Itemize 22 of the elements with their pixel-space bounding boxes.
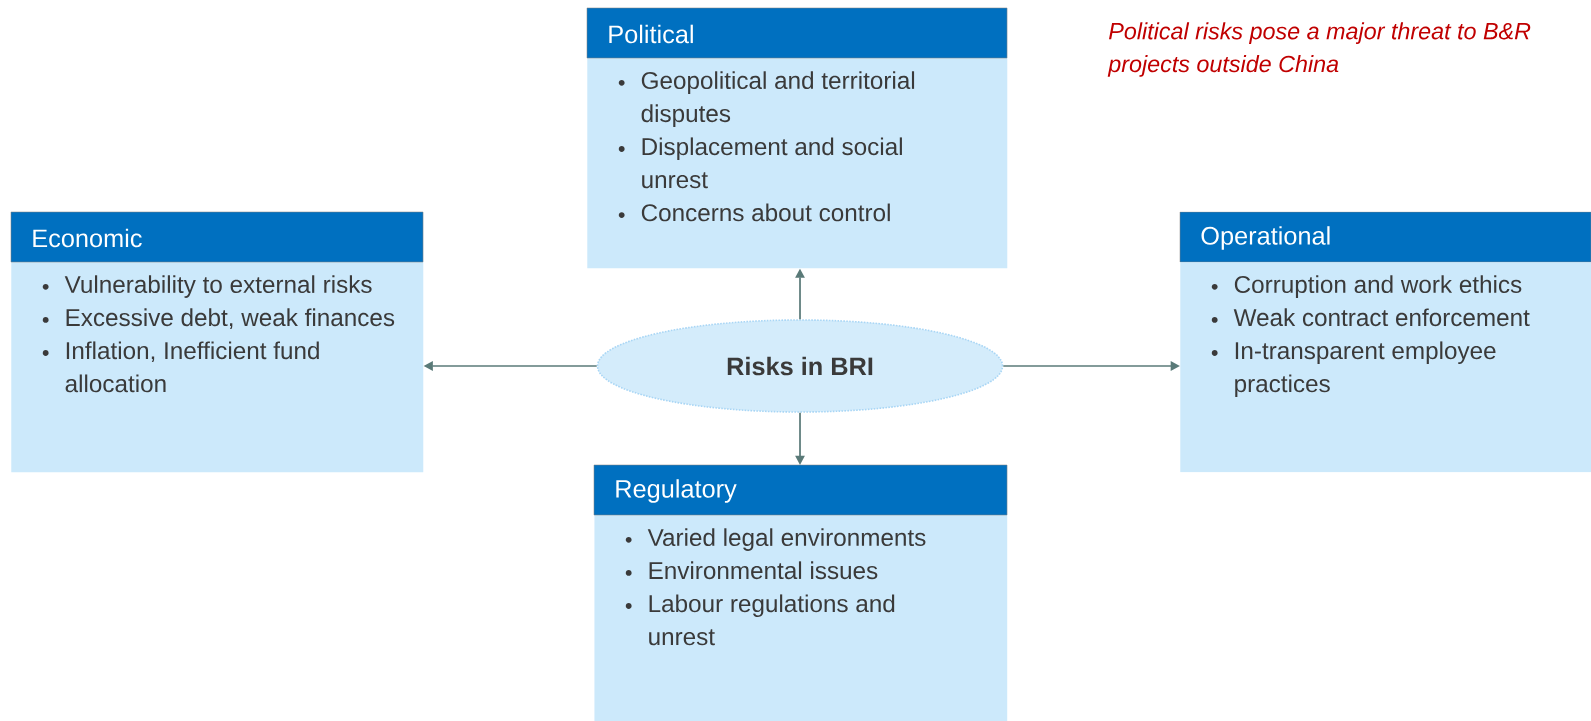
bullet-item: In-transparent employee practices <box>1211 341 1496 398</box>
bullet-item: Geopolitical and territorial disputes <box>618 71 915 127</box>
bullet-item: Varied legal environments <box>625 528 926 551</box>
category-box <box>10 211 424 473</box>
box-heading: Political <box>609 24 693 44</box>
bullet-item: Concerns about control <box>618 203 890 222</box>
bullet-item: Excessive debt, weak finances <box>42 308 395 329</box>
category-box <box>593 464 1008 721</box>
bullet-item: Inflation, Inefficient fund allocation <box>42 341 319 393</box>
bullet-item: Corruption and work ethics <box>1211 275 1522 298</box>
bullet-item: Weak contract enforcement <box>1211 308 1530 327</box>
note: Political risks pose a major threat to B&R projects outside China <box>1107 22 1531 77</box>
bullet-item: Vulnerability to external risks <box>42 275 372 298</box>
bullet-item: Displacement and social unrest <box>618 137 902 189</box>
bullet-item: Environmental issues <box>625 561 878 580</box>
category-box <box>586 7 1008 269</box>
ellipse-node: Risks in BRI <box>596 319 1004 413</box>
box-heading: Regulatory <box>616 479 737 503</box>
bullet-item: Labour regulations and unrest <box>625 594 895 646</box>
box-heading: Operational <box>1201 226 1330 250</box>
category-box <box>1179 211 1591 473</box>
box-heading: Economic <box>33 228 142 248</box>
